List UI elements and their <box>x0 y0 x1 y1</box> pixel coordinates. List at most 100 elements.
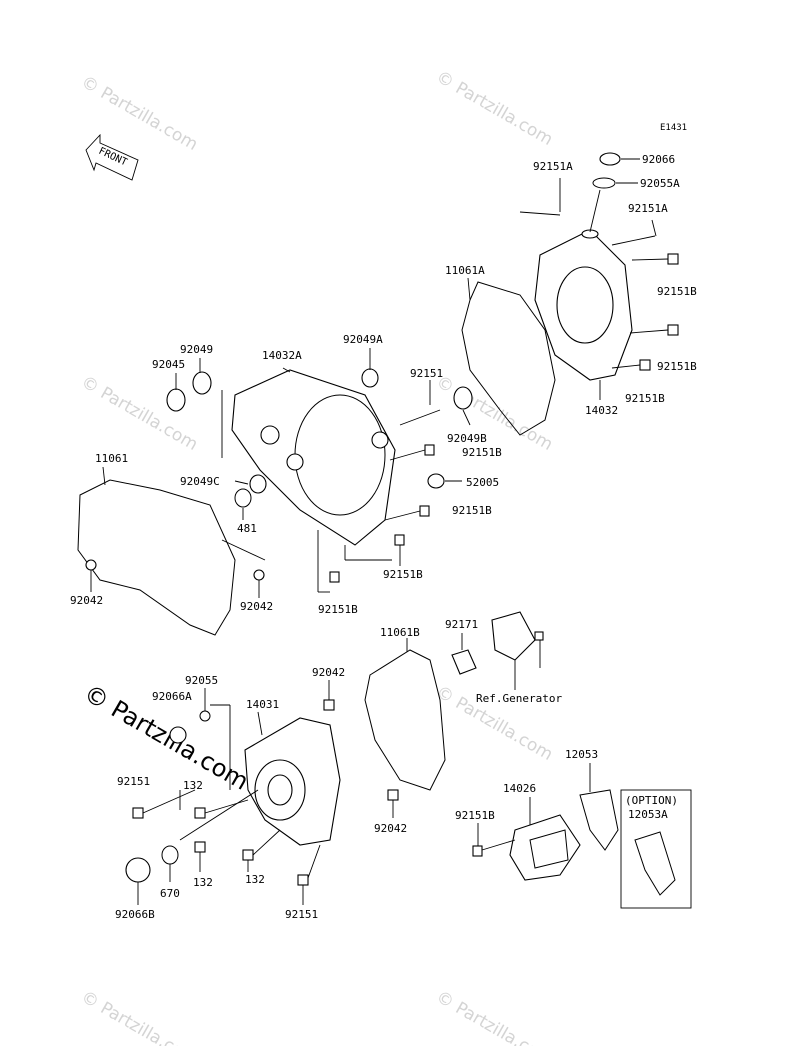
watermark-text: © Partzilla.com <box>78 987 202 1046</box>
guard-14026 <box>509 814 581 881</box>
bolt-92151B <box>394 534 405 546</box>
guard-12053A <box>634 831 676 896</box>
part-label: 11061A <box>445 264 485 277</box>
plug-92066 <box>599 152 621 166</box>
part-label: 92151 <box>410 367 443 380</box>
generator-cover-group <box>125 638 446 905</box>
bolt-92151B <box>667 324 679 336</box>
gasket-11061-group <box>77 466 266 636</box>
part-labels: 92066 92055A 92151A 92151A 11061A 92151B… <box>70 153 697 921</box>
watermark-layer: © Partzilla.com © Partzilla.com © Partzi… <box>78 67 557 1051</box>
part-label: 92042 <box>240 600 273 613</box>
part-label: 92151B <box>455 809 495 822</box>
bolt-92151B <box>667 253 679 265</box>
guard-12053 <box>579 789 619 851</box>
bolt-92151B <box>639 359 651 371</box>
part-label: 92049C <box>180 475 220 488</box>
dowel-92042 <box>323 699 335 711</box>
o-ring-92055 <box>199 710 211 722</box>
bolt-132 <box>194 841 206 853</box>
bolt-92151B <box>329 571 340 583</box>
part-label: 92049A <box>343 333 383 346</box>
part-label: 14026 <box>503 782 536 795</box>
gasket-11061A <box>461 281 556 436</box>
seal-92049A <box>361 368 379 388</box>
bolt-92151 <box>132 807 144 819</box>
bolt-132 <box>194 807 206 819</box>
part-label: 14032A <box>262 349 302 362</box>
part-label: 92151B <box>462 446 502 459</box>
part-label: 92151B <box>383 568 423 581</box>
part-label: 92151A <box>628 202 668 215</box>
bolt-92151B <box>419 505 430 517</box>
part-label: 92045 <box>152 358 185 371</box>
part-label: 92042 <box>70 594 103 607</box>
option-label: (OPTION) <box>625 794 678 807</box>
watermark-text: © Partzilla.com <box>78 72 202 155</box>
diagram-code: E1431 <box>660 123 687 133</box>
part-label: 92042 <box>312 666 345 679</box>
generator-ref-group <box>451 611 544 690</box>
part-label: 481 <box>237 522 257 535</box>
part-label: 670 <box>160 887 180 900</box>
part-label: 14031 <box>246 698 279 711</box>
clutch-cover-group <box>461 152 679 436</box>
seal-92049B <box>453 386 473 410</box>
o-ring-92055A <box>592 177 616 189</box>
plug-92066A <box>169 726 187 744</box>
plug-92066B <box>125 857 151 883</box>
part-label: 92049B <box>447 432 487 445</box>
gasket-11061B <box>364 649 446 791</box>
clamp-92171 <box>451 649 477 675</box>
part-label: 132 <box>193 876 213 889</box>
bolt-92151A-right <box>611 235 656 246</box>
part-label: 92151 <box>117 775 150 788</box>
part-label: 92151B <box>318 603 358 616</box>
part-label: 11061B <box>380 626 420 639</box>
bolt-92151 <box>297 874 309 886</box>
bolt-132 <box>242 849 254 861</box>
crankcase-cover-14032A <box>231 369 396 546</box>
dowel-92042 <box>253 569 265 581</box>
gasket-11061 <box>77 479 236 636</box>
generator-part <box>491 611 536 661</box>
dowel-92042 <box>85 559 97 571</box>
part-label: 92151B <box>452 504 492 517</box>
front-arrow: FRONT <box>85 133 139 181</box>
part-label: 92066A <box>152 690 192 703</box>
watermark-text: © Partzilla.com <box>433 987 557 1046</box>
part-label: 92055A <box>640 177 680 190</box>
part-label: 12053A <box>628 808 668 821</box>
part-label: 92151A <box>533 160 573 173</box>
cap-52005 <box>427 473 445 489</box>
circlip-481 <box>234 488 252 508</box>
clutch-cover-dome <box>556 266 614 344</box>
seal-92049C <box>249 474 267 494</box>
watermark-text: © Partzilla.com <box>78 372 202 455</box>
o-ring-670 <box>161 845 179 865</box>
part-label: 92151 <box>285 908 318 921</box>
part-label: 92151B <box>657 360 697 373</box>
bearing-92049 <box>192 371 212 395</box>
case-cover-group <box>166 348 473 593</box>
watermark-text: © Partzilla.com <box>433 67 557 150</box>
ref-generator-label: Ref.Generator <box>476 692 562 705</box>
bolt-92151B <box>424 444 435 456</box>
part-label: 11061 <box>95 452 128 465</box>
part-label: 92042 <box>374 822 407 835</box>
part-label: 92055 <box>185 674 218 687</box>
part-label: 132 <box>183 779 203 792</box>
part-label: 12053 <box>565 748 598 761</box>
option-box <box>620 789 692 909</box>
part-label: 92049 <box>180 343 213 356</box>
part-label: 14032 <box>585 404 618 417</box>
bolt-92151B <box>472 845 483 857</box>
part-label: 92151B <box>657 285 697 298</box>
part-label: 92171 <box>445 618 478 631</box>
part-label: 92066 <box>642 153 675 166</box>
part-label: 92151B <box>625 392 665 405</box>
part-label: 92066B <box>115 908 155 921</box>
guard-group <box>472 763 692 909</box>
